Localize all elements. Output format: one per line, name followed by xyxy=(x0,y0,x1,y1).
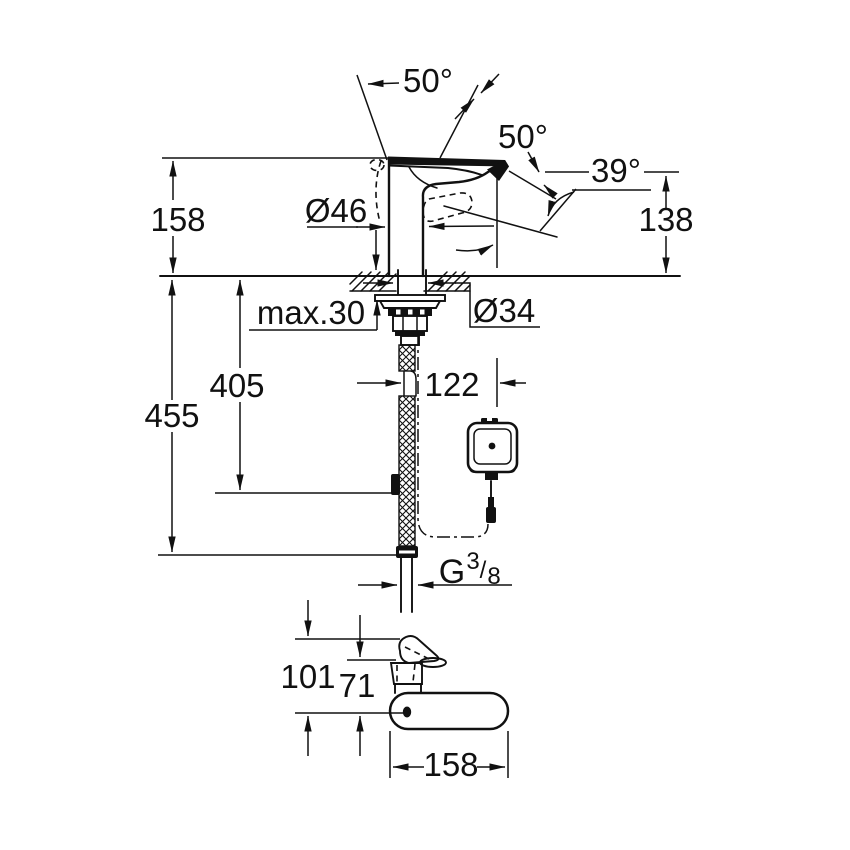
dim-deck-thickness-max30: max.30 xyxy=(249,294,381,331)
ring-slot xyxy=(420,309,425,315)
blade-underside-line xyxy=(388,164,483,176)
hatch-strokes xyxy=(349,271,471,292)
cable-plug xyxy=(486,507,496,523)
dim-length-158: 158 xyxy=(389,731,509,783)
handle-tip-wedge xyxy=(487,160,509,181)
dim-thread-g38: G 3 / 8 xyxy=(358,548,512,591)
label-spout-angle: 39° xyxy=(591,152,641,189)
outlet-dot xyxy=(402,706,412,718)
dimensions-front-view: 101 71 158 xyxy=(280,600,509,783)
lever-blade-dashed-line xyxy=(404,646,430,660)
box-top-tab-notch xyxy=(487,418,492,421)
swing-arc-arrow-b xyxy=(480,73,500,94)
stream-direction-line xyxy=(443,205,558,238)
label-overall-length: 158 xyxy=(423,746,478,783)
mounting-hardware xyxy=(374,269,446,346)
neck xyxy=(394,683,422,694)
faucet-body xyxy=(369,156,558,278)
hose-nut xyxy=(400,335,420,346)
label-mounting-hole-diameter: Ø34 xyxy=(473,292,535,329)
dim-spout-height-138: 138 xyxy=(638,175,694,274)
connection-tail-pipe xyxy=(400,557,413,613)
nut-facets xyxy=(402,315,418,332)
cable-route-centerline xyxy=(417,333,489,538)
hose-end-nut-slot xyxy=(399,550,415,554)
hose-union xyxy=(395,331,425,336)
control-box xyxy=(466,418,519,523)
braided-hose-lower xyxy=(398,395,416,547)
label-spout-projection: 122 xyxy=(424,366,479,403)
spout-outline xyxy=(421,162,505,278)
supply-hose xyxy=(391,333,489,613)
dimensions-side-view: 50° 50° 39° 158 138 xyxy=(144,62,693,591)
dim-body-diameter-46: Ø46 xyxy=(305,192,495,271)
label-thread-prefix: G xyxy=(439,553,465,591)
dim-height-158: 158 xyxy=(150,160,206,274)
ring-slot xyxy=(408,309,413,315)
counter-section xyxy=(349,271,471,292)
body-pill-outline xyxy=(388,691,510,731)
tilt-leader xyxy=(527,151,540,173)
label-lever-tilt-angle: 50° xyxy=(498,118,548,155)
spout-tip-arrow xyxy=(543,184,558,199)
label-thread-denominator: 8 xyxy=(487,563,500,590)
arrow-left xyxy=(428,222,495,231)
spout-face-curve xyxy=(408,166,438,189)
swing-leg-left xyxy=(356,74,388,161)
label-thread-numerator: 3 xyxy=(466,548,479,575)
extension-lines xyxy=(389,731,509,778)
front-view xyxy=(388,635,510,731)
dim-spout-angle-39: 39° xyxy=(539,152,679,232)
box-center-dot xyxy=(488,442,496,450)
label-height-above-deck: 158 xyxy=(150,201,205,238)
braided-hose-upper xyxy=(398,344,416,372)
dim-hole-diameter-34: Ø34 xyxy=(363,279,540,329)
mounting-nut xyxy=(392,315,428,332)
dim-projection-122: 122 xyxy=(357,358,526,407)
dim-below-deck-455: 455 xyxy=(144,279,398,556)
label-handle-swing-angle: 50° xyxy=(403,62,453,99)
cartridge-housing xyxy=(389,662,423,685)
dim-overall-height-101: 101 xyxy=(280,600,403,756)
dim-handle-swing-50: 50° xyxy=(356,62,500,161)
label-thread-slash: / xyxy=(480,557,487,584)
label-hose-reach: 405 xyxy=(209,367,264,404)
label-max-deck-thickness: max.30 xyxy=(257,294,365,331)
handle-rotated-dashed xyxy=(375,160,382,223)
cable-sleeve xyxy=(488,497,494,507)
label-spout-outlet-height: 138 xyxy=(638,201,693,238)
dim-body-height-71: 71 xyxy=(339,615,396,756)
label-overall-below-deck: 455 xyxy=(144,397,199,434)
hose-side-fitting xyxy=(391,474,400,495)
hose-break-tube xyxy=(403,370,417,397)
angle-slanted-line xyxy=(539,188,577,232)
leader-line xyxy=(455,282,540,328)
side-view xyxy=(159,156,681,613)
leader-arrow-left xyxy=(367,79,400,88)
lever-blade-front xyxy=(398,635,440,664)
cartridge-dashed-lines xyxy=(396,663,416,683)
cone-gasket xyxy=(378,300,442,309)
threaded-shank xyxy=(397,269,427,297)
label-body-diameter: Ø46 xyxy=(305,192,367,229)
lever-down-position-dashed xyxy=(422,192,473,223)
dim-lever-tilt-50: 50° xyxy=(498,118,557,200)
handle-blade xyxy=(388,156,509,167)
stream-swivel-arc xyxy=(455,244,494,256)
label-overall-height: 101 xyxy=(280,658,335,695)
dim-hose-reach-405: 405 xyxy=(209,279,398,494)
angle-arc-arrow xyxy=(547,191,575,217)
handle-rotated-end-dashed xyxy=(369,158,385,172)
swing-leg-right xyxy=(439,84,479,159)
swing-arc-arrow-a xyxy=(454,98,475,120)
tilt-reference-line xyxy=(508,170,557,200)
label-body-height: 71 xyxy=(339,667,376,704)
ring-slot xyxy=(396,309,401,315)
